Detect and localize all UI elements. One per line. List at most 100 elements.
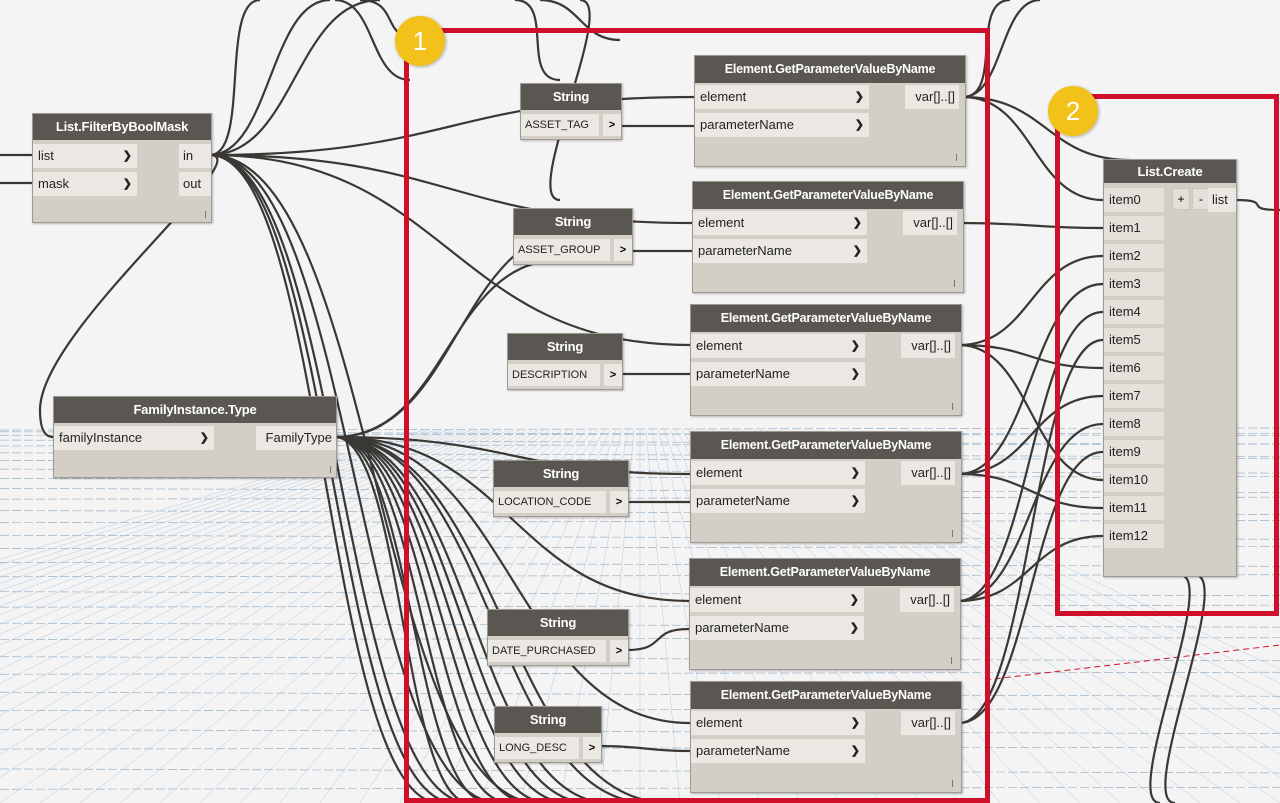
list-item-input-port[interactable]: item5 (1104, 328, 1164, 352)
resize-grip[interactable] (205, 211, 206, 218)
out-output-port[interactable]: out (179, 172, 211, 196)
node-title: Element.GetParameterValueByName (695, 56, 965, 83)
var-output-port[interactable]: var[]..[] (901, 461, 955, 485)
resize-grip[interactable] (952, 530, 953, 537)
add-input-button[interactable]: + (1172, 188, 1190, 210)
resize-grip[interactable] (330, 466, 331, 473)
string-output-port[interactable]: > (610, 640, 628, 662)
grid-line (0, 429, 497, 658)
grid-line (0, 429, 455, 591)
element-input-port[interactable]: element ❯ (691, 461, 865, 485)
get-parameter-node[interactable]: Element.GetParameterValueByName element … (690, 304, 962, 416)
var-output-port[interactable]: var[]..[] (901, 334, 955, 358)
in-output-port[interactable]: in (179, 144, 211, 168)
parameter-name-input-port[interactable]: parameterName ❯ (690, 616, 864, 640)
get-parameter-node[interactable]: Element.GetParameterValueByName element … (690, 431, 962, 543)
connector-wire (334, 435, 511, 803)
string-value-field[interactable]: LONG_DESC (495, 737, 579, 759)
element-input-port[interactable]: element ❯ (691, 711, 865, 735)
resize-grip[interactable] (952, 780, 953, 787)
get-parameter-node[interactable]: Element.GetParameterValueByName element … (689, 558, 961, 670)
list-item-input-port[interactable]: item4 (1104, 300, 1164, 324)
list-item-input-port[interactable]: item11 (1104, 496, 1164, 520)
resize-grip[interactable] (951, 657, 952, 664)
grid-line (0, 429, 527, 735)
grid-line (0, 429, 509, 684)
connector-wire (209, 153, 471, 803)
get-parameter-node[interactable]: Element.GetParameterValueByName element … (694, 55, 966, 167)
connector-wire (958, 343, 1104, 482)
parameter-name-input-port[interactable]: parameterName ❯ (691, 739, 865, 763)
list-item-input-port[interactable]: item6 (1104, 356, 1164, 380)
resize-grip[interactable] (954, 280, 955, 287)
port-label: parameterName (695, 620, 789, 635)
list-item-input-port[interactable]: item3 (1104, 272, 1164, 296)
port-label: parameterName (696, 493, 790, 508)
element-input-port[interactable]: element ❯ (691, 334, 865, 358)
list-item-input-port[interactable]: item7 (1104, 384, 1164, 408)
port-label: element (695, 592, 742, 607)
string-node[interactable]: String LOCATION_CODE > (493, 460, 629, 517)
mask-input-port[interactable]: mask ❯ (33, 172, 137, 196)
family-type-output-port[interactable]: FamilyType (256, 426, 336, 450)
string-value-field[interactable]: DATE_PURCHASED (488, 640, 606, 662)
element-input-port[interactable]: element ❯ (695, 85, 869, 109)
string-node[interactable]: String ASSET_GROUP > (513, 208, 633, 265)
get-parameter-node[interactable]: Element.GetParameterValueByName element … (692, 181, 964, 293)
string-output-port[interactable]: > (583, 737, 601, 759)
family-instance-input-port[interactable]: familyInstance ❯ (54, 426, 214, 450)
get-parameter-node[interactable]: Element.GetParameterValueByName element … (690, 681, 962, 793)
connector-wire (334, 435, 690, 603)
string-node[interactable]: String ASSET_TAG > (520, 83, 622, 140)
node-title: FamilyInstance.Type (54, 397, 336, 423)
element-input-port[interactable]: element ❯ (693, 211, 867, 235)
parameter-name-input-port[interactable]: parameterName ❯ (693, 239, 867, 263)
list-item-input-port[interactable]: item10 (1104, 468, 1164, 492)
port-label: list (38, 148, 54, 163)
family-instance-type-node[interactable]: FamilyInstance.Type familyInstance ❯ Fam… (53, 396, 337, 478)
string-value-field[interactable]: LOCATION_CODE (494, 491, 606, 513)
list-item-input-port[interactable]: item12 (1104, 524, 1164, 548)
grid-line (0, 429, 485, 635)
filter-by-bool-mask-node[interactable]: List.FilterByBoolMask list ❯ mask ❯ in o… (32, 113, 212, 223)
string-value-field[interactable]: DESCRIPTION (508, 364, 600, 386)
grid-line (39, 429, 551, 803)
list-output-port[interactable]: list (1208, 188, 1236, 212)
parameter-name-input-port[interactable]: parameterName ❯ (695, 113, 869, 137)
parameter-name-input-port[interactable]: parameterName ❯ (691, 362, 865, 386)
node-title: String (521, 84, 621, 110)
string-output-port[interactable]: > (603, 114, 621, 136)
list-item-input-port[interactable]: item1 (1104, 216, 1164, 240)
string-value-field[interactable]: ASSET_TAG (521, 114, 599, 136)
string-output-port[interactable]: > (610, 491, 628, 513)
var-output-port[interactable]: var[]..[] (901, 711, 955, 735)
list-input-port[interactable]: list ❯ (33, 144, 137, 168)
var-output-port[interactable]: var[]..[] (903, 211, 957, 235)
resize-grip[interactable] (952, 403, 953, 410)
grid-line (0, 429, 431, 566)
list-item-input-port[interactable]: item2 (1104, 244, 1164, 268)
grid-line (0, 429, 515, 699)
var-output-port[interactable]: var[]..[] (905, 85, 959, 109)
grid-line (79, 429, 557, 803)
string-node[interactable]: String DATE_PURCHASED > (487, 609, 629, 666)
element-input-port[interactable]: element ❯ (690, 588, 864, 612)
connector-wire (209, 153, 501, 803)
string-node[interactable]: String DESCRIPTION > (507, 333, 623, 390)
string-node[interactable]: String LONG_DESC > (494, 706, 602, 763)
resize-grip[interactable] (956, 154, 957, 161)
list-item-input-port[interactable]: item0 (1104, 188, 1164, 212)
chevron-right-icon: ❯ (854, 91, 864, 103)
connector-wire (209, 0, 381, 157)
list-item-input-port[interactable]: item8 (1104, 412, 1164, 436)
grid-line (0, 429, 479, 625)
list-item-input-port[interactable]: item9 (1104, 440, 1164, 464)
string-value-field[interactable]: ASSET_GROUP (514, 239, 610, 261)
string-output-port[interactable]: > (604, 364, 622, 386)
string-output-port[interactable]: > (614, 239, 632, 261)
parameter-name-input-port[interactable]: parameterName ❯ (691, 489, 865, 513)
var-output-port[interactable]: var[]..[] (900, 588, 954, 612)
